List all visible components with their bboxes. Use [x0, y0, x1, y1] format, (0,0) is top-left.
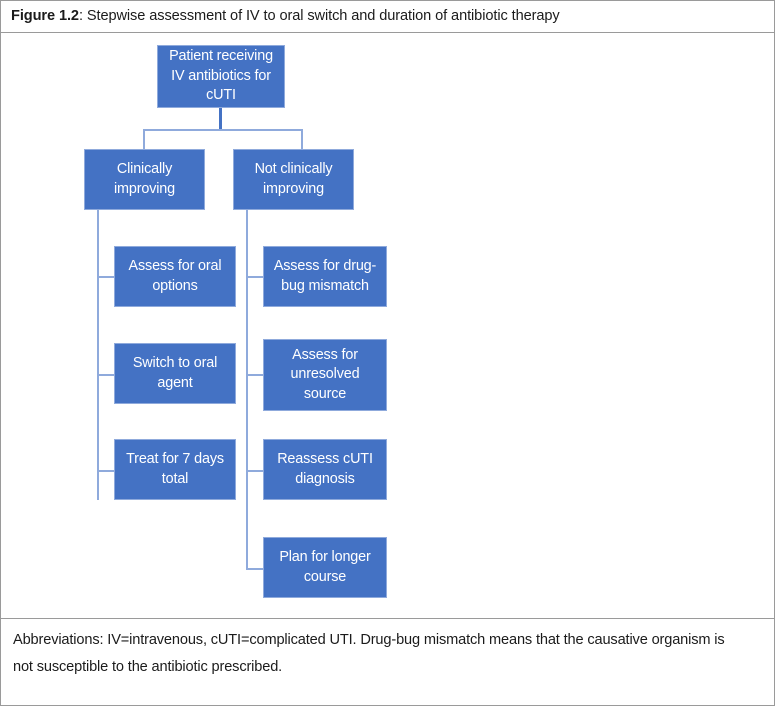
flow-node-treat-7-days: Treat for 7 days total — [114, 439, 236, 500]
flow-node-switch-to-oral-agent: Switch to oral agent — [114, 343, 236, 404]
flow-node-not-clinically-improving-label: Not clinically improving — [254, 161, 333, 197]
connector-root-stem — [219, 108, 222, 130]
footnote-divider — [1, 618, 774, 619]
figure-caption-text: Stepwise assessment of IV to oral switch… — [86, 8, 560, 24]
figure-footnote: Abbreviations: IV=intravenous, cUTI=comp… — [13, 632, 725, 675]
flow-node-assess-drug-bug-mismatch-label: Assess for drug-bug mismatch — [273, 258, 377, 294]
flow-node-plan-longer-course-label: Plan for longer course — [279, 549, 371, 585]
connector-left-stub-2 — [97, 374, 114, 376]
connector-branch-right-drop — [301, 129, 303, 149]
flow-node-assess-unresolved-source-label: Assess for unresolved source — [290, 346, 360, 402]
connector-left-stub-1 — [97, 276, 114, 278]
connector-branch-horizontal — [143, 129, 303, 131]
flow-node-root: Patient receiving IV antibiotics for cUT… — [157, 45, 285, 108]
connector-right-stub-2 — [246, 374, 263, 376]
flowchart-canvas: Patient receiving IV antibiotics for cUT… — [1, 33, 774, 618]
connector-right-stub-3 — [246, 470, 263, 472]
flow-node-assess-oral-options-label: Assess for oral options — [128, 258, 222, 294]
flow-node-root-label: Patient receiving IV antibiotics for cUT… — [169, 48, 273, 104]
figure-caption: Figure 1.2: Stepwise assessment of IV to… — [11, 7, 761, 26]
flow-node-reassess-cuti-diagnosis-label: Reassess cUTI diagnosis — [277, 451, 373, 487]
connector-right-stub-1 — [246, 276, 263, 278]
flow-node-switch-to-oral-agent-label: Switch to oral agent — [132, 355, 218, 391]
connector-right-stub-4 — [246, 568, 263, 570]
caption-divider — [1, 32, 774, 33]
connector-left-stub-3 — [97, 470, 114, 472]
flow-node-reassess-cuti-diagnosis: Reassess cUTI diagnosis — [263, 439, 387, 500]
flow-node-assess-unresolved-source: Assess for unresolved source — [263, 339, 387, 411]
flow-node-assess-oral-options: Assess for oral options — [114, 246, 236, 307]
flow-node-assess-drug-bug-mismatch: Assess for drug-bug mismatch — [263, 246, 387, 307]
flow-node-clinically-improving-label: Clinically improving — [113, 161, 176, 197]
connector-branch-left-drop — [143, 129, 145, 149]
connector-right-trunk — [246, 210, 248, 570]
connector-left-trunk — [97, 210, 99, 500]
flow-node-clinically-improving: Clinically improving — [84, 149, 205, 210]
figure-caption-label: Figure 1.2 — [11, 8, 79, 24]
figure-caption-separator: : — [78, 8, 87, 24]
flow-node-treat-7-days-label: Treat for 7 days total — [126, 451, 224, 487]
flow-node-plan-longer-course: Plan for longer course — [263, 537, 387, 598]
flow-node-not-clinically-improving: Not clinically improving — [233, 149, 354, 210]
